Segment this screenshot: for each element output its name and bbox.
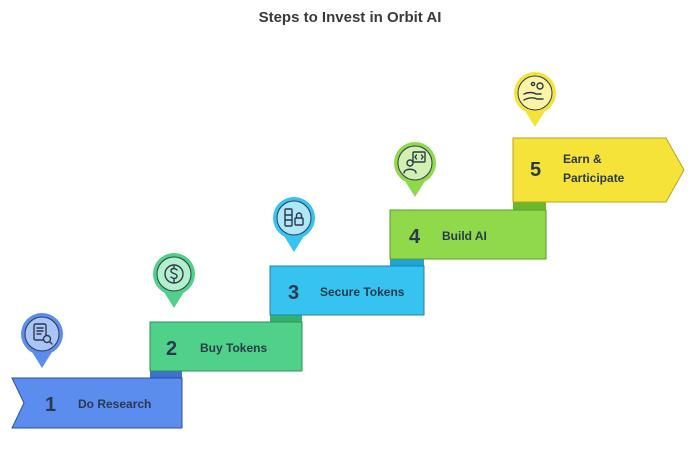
diagram-title: Steps to Invest in Orbit AI [258, 9, 442, 26]
step-4: 4 Build AI [389, 209, 547, 260]
step-5-label-line-2: Participate [563, 171, 625, 185]
step-3-banner [269, 265, 425, 316]
step-2: 2 Buy Tokens [149, 321, 303, 372]
step-1-number: 1 [45, 394, 56, 416]
step-3-number: 3 [288, 282, 299, 304]
step-5-label-line-1: Earn & [563, 152, 602, 166]
step-4-pin [394, 142, 436, 197]
step-3-pin [273, 197, 315, 252]
step-4-connector [513, 202, 546, 210]
step-2-banner [149, 321, 303, 372]
step-2-connector [270, 314, 302, 322]
step-3: 3 Secure Tokens [269, 265, 425, 316]
step-1-banner [11, 377, 183, 429]
step-5-number: 5 [530, 159, 541, 181]
dollar-coin-icon [164, 264, 184, 284]
step-2-number: 2 [166, 338, 177, 360]
hand-reward-icon [523, 81, 544, 101]
step-5-pin [514, 72, 556, 127]
step-3-label: Secure Tokens [320, 285, 405, 299]
step-5-banner [512, 137, 685, 203]
lock-vault-icon [284, 208, 304, 227]
step-2-label: Buy Tokens [200, 341, 267, 355]
step-4-label: Build AI [442, 229, 487, 243]
developer-code-icon [403, 151, 426, 174]
step-4-number: 4 [409, 226, 421, 248]
document-search-icon [33, 323, 53, 345]
step-3-connector [390, 258, 424, 266]
step-5: 5 Earn & Participate [512, 137, 685, 203]
step-4-banner [389, 209, 547, 260]
step-2-pin [153, 253, 195, 308]
step-1: 1 Do Research [11, 377, 183, 429]
step-1-label: Do Research [78, 397, 151, 411]
step-1-pin [21, 313, 63, 368]
